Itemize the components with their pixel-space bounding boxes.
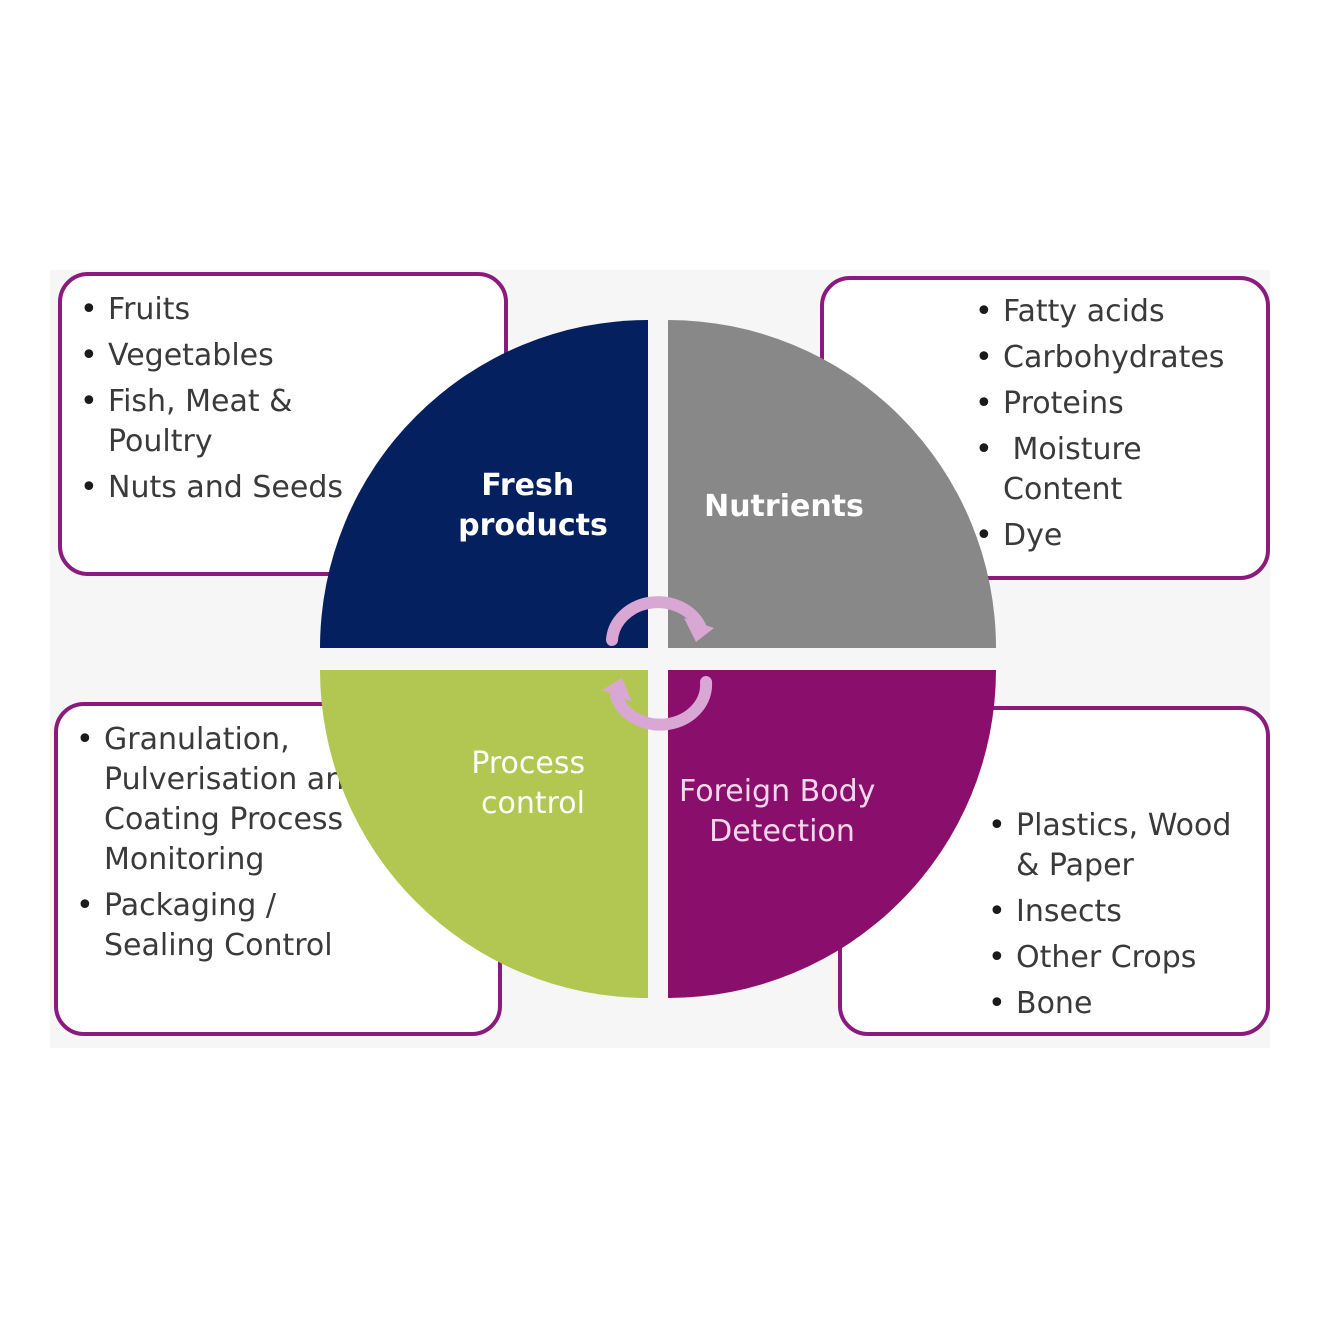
cycle-arrow-bottom	[610, 676, 713, 731]
nutrients-list: Fatty acidsCarbohydratesProteins Moistur…	[975, 292, 1224, 562]
quadrant-process-control	[320, 670, 648, 998]
list-item: Vegetables	[80, 336, 343, 376]
list-item: Other Crops	[988, 938, 1231, 978]
cycle-arrow-top-head	[684, 618, 714, 642]
quadrant-label-process-control: Process control	[471, 746, 594, 821]
list-item: Fruits	[80, 290, 343, 330]
list-item: Insects	[988, 892, 1231, 932]
quadrant-foreign-body-detection	[668, 670, 996, 998]
fresh-products-list: FruitsVegetablesFish, Meat &PoultryNuts …	[80, 290, 343, 514]
list-item: Plastics, Wood& Paper	[988, 806, 1231, 886]
quadrant-label-nutrients: Nutrients	[704, 489, 864, 524]
quadrant-label-foreign-body-detection: Foreign Body Detection	[679, 774, 885, 849]
quadrant-label-fresh-products: Fresh products	[458, 468, 608, 543]
foreign-body-list: Plastics, Wood& PaperInsectsOther CropsB…	[988, 806, 1231, 1030]
list-item: Fatty acids	[975, 292, 1224, 332]
list-item: Packaging /Sealing Control	[76, 886, 344, 966]
quadrant-nutrients	[668, 320, 996, 648]
cycle-arrow-top	[606, 596, 706, 646]
list-item: Carbohydrates	[975, 338, 1224, 378]
quadrant-fresh-products	[320, 320, 648, 648]
list-item: Proteins	[975, 384, 1224, 424]
list-item: Bone	[988, 984, 1231, 1024]
list-item: Nuts and Seeds	[80, 468, 343, 508]
cycle-arrows-icon	[602, 596, 714, 731]
cycle-arrow-bottom-head	[602, 678, 632, 702]
list-item: Fish, Meat &Poultry	[80, 382, 343, 462]
